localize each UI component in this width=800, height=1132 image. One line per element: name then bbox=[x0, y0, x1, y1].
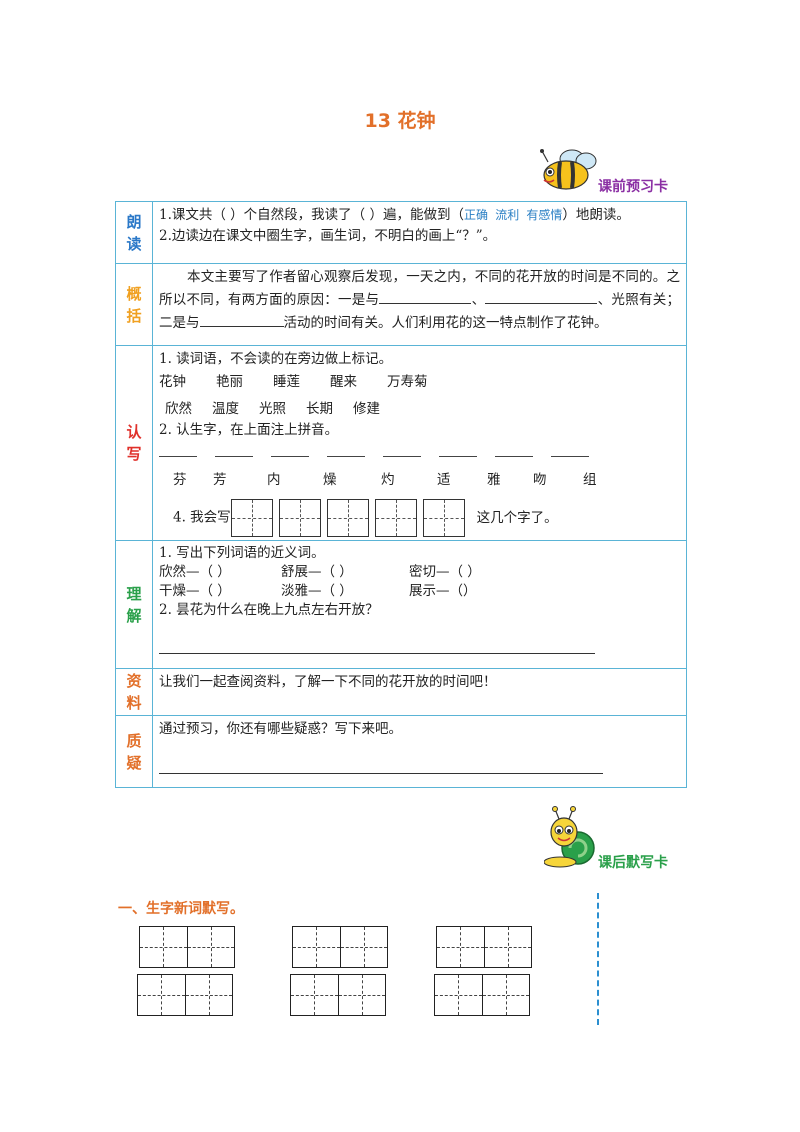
dictation-box[interactable] bbox=[436, 926, 532, 968]
row-zhiyi: 质疑 通过预习，你还有哪些疑惑？写下来吧。 bbox=[115, 715, 687, 788]
label-langdu: 朗读 bbox=[115, 201, 153, 264]
char: 燥 bbox=[323, 472, 337, 488]
pinyin-lines bbox=[159, 443, 680, 464]
label-gaikuo: 概括 bbox=[115, 263, 153, 346]
blank-line[interactable] bbox=[485, 288, 598, 304]
dictation-box[interactable] bbox=[139, 926, 235, 968]
char: 芬 bbox=[173, 472, 187, 488]
pinyin-line[interactable] bbox=[159, 450, 197, 457]
word: 万寿菊 bbox=[387, 374, 428, 390]
dictation-box[interactable] bbox=[137, 974, 233, 1016]
dictation-box[interactable] bbox=[292, 926, 388, 968]
word: 修建 bbox=[353, 401, 380, 417]
page-title: 13 花钟 bbox=[364, 110, 436, 132]
word: 艳丽 bbox=[216, 374, 243, 390]
writing-box[interactable] bbox=[230, 499, 273, 537]
char: 雅 bbox=[487, 472, 501, 488]
row-gaikuo: 概括 本文主要写了作者留心观察后发现，一天之内，不同的花开放的时间是不同的。之所… bbox=[115, 263, 687, 346]
char: 组 bbox=[583, 472, 597, 488]
row-langdu: 朗读 1.课文共（ ）个自然段，我读了（ ）遍，能做到（正确 流利 有感情）地朗… bbox=[115, 201, 687, 264]
renxie-content: 1. 读词语，不会读的在旁边做上标记。 花钟艳丽睡莲醒来万寿菊 欣然温度光照长期… bbox=[152, 345, 687, 541]
dictation-box[interactable] bbox=[434, 974, 530, 1016]
writing-box[interactable] bbox=[326, 499, 369, 537]
write-row: 4. 我会写这几个字了。 bbox=[159, 499, 680, 537]
word-list-1: 花钟 艳丽 睡莲 醒来 万寿菊 bbox=[159, 372, 680, 393]
section-heading: 一、生字新词默写。 bbox=[118, 901, 244, 917]
writing-box[interactable] bbox=[278, 499, 321, 537]
word: 温度 bbox=[212, 401, 239, 417]
word: 醒来 bbox=[330, 374, 357, 390]
ziliao-content: 让我们一起查阅资料，了解一下不同的花开放的时间吧！ bbox=[152, 668, 687, 716]
lijie-content: 1. 写出下列词语的近义词。 欣然—（ ）舒展—（ ）密切—（ ） 干燥—（ ）… bbox=[152, 540, 687, 669]
pinyin-line[interactable] bbox=[495, 450, 533, 457]
pinyin-line[interactable] bbox=[271, 450, 309, 457]
dashed-divider bbox=[597, 893, 599, 1025]
zhiyi-content: 通过预习，你还有哪些疑惑？写下来吧。 bbox=[152, 715, 687, 788]
writing-box[interactable] bbox=[374, 499, 417, 537]
pinyin-line[interactable] bbox=[327, 450, 365, 457]
word-list-2: 欣然 温度 光照 长期 修建 bbox=[159, 399, 680, 420]
row-ziliao: 资料 让我们一起查阅资料，了解一下不同的花开放的时间吧！ bbox=[115, 668, 687, 716]
label-lijie: 理解 bbox=[115, 540, 153, 669]
word: 睡莲 bbox=[273, 374, 300, 390]
word: 长期 bbox=[306, 401, 333, 417]
char: 内 bbox=[267, 472, 281, 488]
blank-line[interactable] bbox=[379, 288, 472, 304]
pinyin-line[interactable] bbox=[551, 450, 589, 457]
post-badge: 课后默写卡 bbox=[598, 855, 668, 871]
word: 欣然 bbox=[165, 401, 192, 417]
row-renxie: 认写 1. 读词语，不会读的在旁边做上标记。 花钟艳丽睡莲醒来万寿菊 欣然温度光… bbox=[115, 345, 687, 541]
word: 光照 bbox=[259, 401, 286, 417]
char: 灼 bbox=[381, 472, 395, 488]
dictation-box[interactable] bbox=[290, 974, 386, 1016]
blank-line[interactable] bbox=[199, 311, 284, 327]
preview-badge: 课前预习卡 bbox=[598, 179, 668, 195]
snail-icon bbox=[543, 806, 600, 868]
label-zhiyi: 质疑 bbox=[115, 715, 153, 788]
pinyin-line[interactable] bbox=[383, 450, 421, 457]
synonym-row-1: 欣然—（ ）舒展—（ ）密切—（ ） bbox=[159, 564, 481, 580]
langdu-content: 1.课文共（ ）个自然段，我读了（ ）遍，能做到（正确 流利 有感情）地朗读。 … bbox=[152, 201, 687, 264]
char: 芳 bbox=[213, 472, 227, 488]
preview-table: 朗读 1.课文共（ ）个自然段，我读了（ ）遍，能做到（正确 流利 有感情）地朗… bbox=[115, 201, 687, 788]
gaikuo-content: 本文主要写了作者留心观察后发现，一天之内，不同的花开放的时间是不同的。之所以不同… bbox=[152, 263, 687, 346]
label-renxie: 认写 bbox=[115, 345, 153, 541]
char-list: 芬芳内燥灼适雅吻组 bbox=[159, 470, 680, 491]
char: 吻 bbox=[533, 472, 547, 488]
label-ziliao: 资料 bbox=[115, 668, 153, 716]
answer-line[interactable] bbox=[159, 638, 595, 654]
pinyin-line[interactable] bbox=[215, 450, 253, 457]
pinyin-line[interactable] bbox=[439, 450, 477, 457]
word: 花钟 bbox=[159, 374, 186, 390]
writing-box[interactable] bbox=[422, 499, 465, 537]
row-lijie: 理解 1. 写出下列词语的近义词。 欣然—（ ）舒展—（ ）密切—（ ） 干燥—… bbox=[115, 540, 687, 669]
char: 适 bbox=[437, 472, 451, 488]
answer-line[interactable] bbox=[159, 758, 603, 774]
bee-icon bbox=[536, 147, 600, 193]
synonym-row-2: 干燥—（ ）淡雅—（ ）展示—（） bbox=[159, 583, 477, 599]
